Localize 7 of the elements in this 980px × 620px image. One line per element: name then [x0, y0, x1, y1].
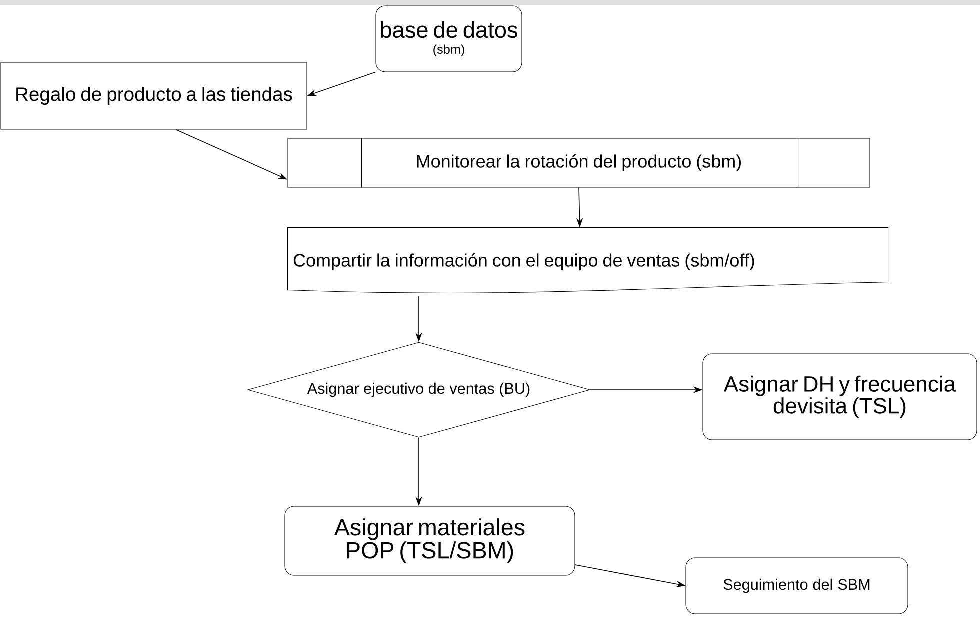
process-box: Regalo de producto a las tiendas	[0, 62, 308, 130]
database-box: base de datos (sbm)	[376, 6, 522, 72]
process-box: Seguimiento del SBM	[686, 558, 908, 614]
process-box: Asignar DH y frecuencia devisita (TSL)	[702, 354, 978, 440]
process-box: Asignar materiales POP (TSL/SBM)	[284, 506, 576, 576]
document-box: Compartir la información con el equipo de ventas (sbm/off)	[287, 227, 889, 294]
process-box: Monitorear la rotación del producto (sbm)	[288, 138, 870, 188]
